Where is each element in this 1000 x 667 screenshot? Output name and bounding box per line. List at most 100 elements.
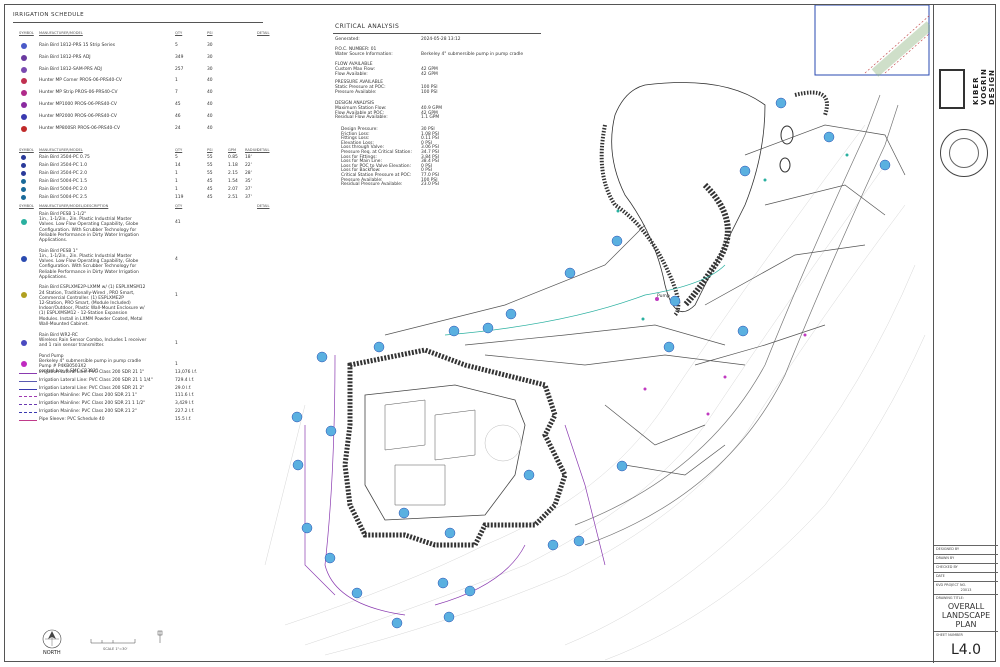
pipe-line-symbol	[19, 419, 37, 421]
analysis-value: 23.0 PSI	[421, 182, 439, 188]
analysis-label: Custom Max Flow:	[335, 67, 375, 72]
schedule-pipe: Irrigation Lateral Line: PVC Class 200 S…	[39, 370, 145, 375]
schedule-qty: 1	[175, 78, 178, 84]
schedule-header-psi: PSI	[207, 148, 213, 152]
analysis-label: Loss for POC to Valve Elevation:	[341, 163, 411, 169]
generated-label: Generated:	[335, 37, 360, 42]
schedule-pipe: Irrigation Lateral Line: PVC Class 200 S…	[39, 385, 145, 391]
analysis-value: 0.11 PSI	[421, 136, 439, 142]
analysis-value: 1.08 PSI	[421, 131, 439, 137]
schedule-model: Rain Bird 1812-PRS ADJ	[39, 54, 91, 60]
schedule-description-line: Valves. Low Flow Operating Capability, G…	[39, 222, 139, 228]
pond	[599, 82, 829, 317]
analysis-value: 100 PSI	[421, 177, 438, 183]
analysis-label: Maximum Station Flow:	[335, 106, 387, 111]
analysis-label: Critical Station Pressure at POC:	[341, 173, 412, 178]
spray-nozzle-icon	[21, 125, 27, 132]
schedule-model: Hunter MP800SR PROS-06-PRS40-CV	[39, 125, 120, 131]
schedule-qty: 7	[175, 90, 178, 96]
rotor-icon	[21, 155, 26, 160]
spray-nozzle-icon	[21, 43, 27, 49]
schedule-gpm: 2.15	[228, 170, 238, 176]
schedule-description-line: Applications.	[39, 238, 68, 243]
schedule-header-description: MANUFACTURER/MODEL/DESCRIPTION	[39, 204, 109, 208]
schedule-model: Hunter MP Corner PROS-06-PRS40-CV	[39, 78, 122, 84]
landscape-plan-drawing: Pump	[42, 5, 930, 661]
schedule-qty: 119	[175, 194, 184, 200]
flow-title: FLOW AVAILABLE	[335, 62, 373, 67]
schedule-gpm: 2.07	[228, 186, 238, 192]
schedule-pipe-qty: 729.4 l.f.	[175, 377, 195, 383]
schedule-psi: 40	[207, 125, 213, 131]
pump-label: Pump	[657, 293, 670, 299]
spray-nozzle-icon	[21, 102, 27, 108]
schedule-pipe: Irrigation Lateral Line: PVC Class 200 S…	[39, 377, 153, 383]
scale-bar	[90, 630, 163, 644]
analysis-value: 0 PSI	[421, 140, 432, 146]
schedule-header-qty: QTY	[175, 204, 183, 208]
schedule-qty: 14	[175, 162, 181, 168]
schedule-gpm: 1.18	[228, 162, 238, 168]
drawn-by: DRAWN BY	[934, 554, 998, 563]
schedule-qty: 4	[175, 256, 178, 262]
analysis-value: 100 PSI	[421, 85, 438, 90]
schedule-model: Rain Bird 3504-PC 1.0	[39, 162, 88, 168]
pipe-line-symbol	[19, 396, 37, 398]
schedule-psi: 40	[207, 90, 213, 96]
schedule-title-rule	[13, 22, 263, 23]
schedule-description-line: Wireless Rain Sensor Combo, Includes 1 r…	[39, 337, 147, 343]
project-no: 23013	[960, 588, 972, 592]
schedule-psi: 55	[207, 162, 213, 168]
equipment-icon	[21, 292, 27, 299]
equipment-icon	[21, 360, 27, 367]
schedule-model: Rain Bird 3504-PC 0.75	[39, 155, 90, 160]
schedule-description-line: and 1 rain sensor transmitter.	[39, 342, 105, 348]
schedule-header-detail: DETAIL	[257, 204, 270, 208]
schedule-description-line: Configuration. With Scrubber Technology …	[39, 227, 137, 233]
analysis-label: Loss through Valve:	[341, 145, 385, 151]
rotor-icon	[21, 178, 26, 184]
schedule-description-line: Rain Bird ESPLXME2P-LXMM w/ (1) ESPLXMSM…	[39, 285, 146, 291]
drawing-title-line2: LANDSCAPE	[941, 611, 991, 620]
schedule-qty: 1	[175, 178, 178, 184]
analysis-label: Loss for Backflow:	[341, 168, 381, 174]
schedule-radius: 37'	[245, 186, 252, 192]
analysis-value: 40.9 GPM	[421, 106, 443, 111]
north-arrow	[42, 629, 62, 649]
schedule-pipe-qty: 13,076 l.f.	[175, 370, 197, 375]
zone-callouts	[291, 97, 891, 629]
schedule-pipe-qty: 15.5 l.f.	[175, 416, 192, 422]
schedule-description-line: Reliable Performance in Dirty Water Irri…	[39, 232, 139, 238]
schedule-qty: 1	[175, 170, 178, 176]
schedule-description-line: (1) ESPLXMSM12 - 12-Station Expansion	[39, 311, 128, 317]
north-label: NORTH	[43, 650, 61, 656]
schedule-header-model: MANUFACTURER/MODEL	[39, 31, 83, 35]
pipe-line-symbol	[19, 404, 37, 406]
schedule-psi: 30	[207, 54, 213, 60]
analysis-label: Fittings Loss:	[341, 136, 370, 142]
schedule-header-manufacturer: MANUFACTURER/MODEL	[39, 148, 83, 152]
pressure-title: PRESSURE AVAILABLE	[335, 80, 384, 85]
schedule-qty: 1	[175, 340, 178, 346]
schedule-description-line: 1in., 1-1/2in., 2in. Plastic Industrial …	[39, 217, 132, 223]
schedule-model: Rain Bird 1812-SAM-PRS ADJ	[39, 66, 102, 72]
schedule-model: Rain Bird 5004-PC 2.0	[39, 186, 88, 192]
analysis-value: 30 PSI	[421, 127, 435, 132]
schedule-pipe: Irrigation Mainline: PVC Class 200 SDR 2…	[39, 409, 137, 414]
pipe-line-symbol	[19, 373, 37, 374]
analysis-label: Loss for Main Line:	[341, 159, 382, 165]
analysis-value: 42 GPM	[421, 72, 438, 77]
analysis-value: 0 PSI	[421, 168, 432, 174]
spray-nozzle-icon	[21, 78, 27, 85]
schedule-gpm: 2.51	[228, 194, 238, 200]
equipment-icon	[21, 339, 27, 346]
generated-value: 2024-05-28 13:12	[421, 37, 461, 42]
professional-seal	[940, 129, 988, 177]
schedule-qty: 1	[175, 361, 178, 367]
schedule-description-line: Indoor/Outdoor, Plastic Wall-Mount Enclo…	[39, 306, 145, 312]
schedule-qty: 1	[175, 293, 178, 299]
poc-label: P.O.C. NUMBER: 01	[335, 47, 377, 52]
schedule-model: Rain Bird 3504-PC 2.0	[39, 170, 88, 176]
schedule-description-line: Rain Bird WR2-RC	[39, 332, 78, 338]
